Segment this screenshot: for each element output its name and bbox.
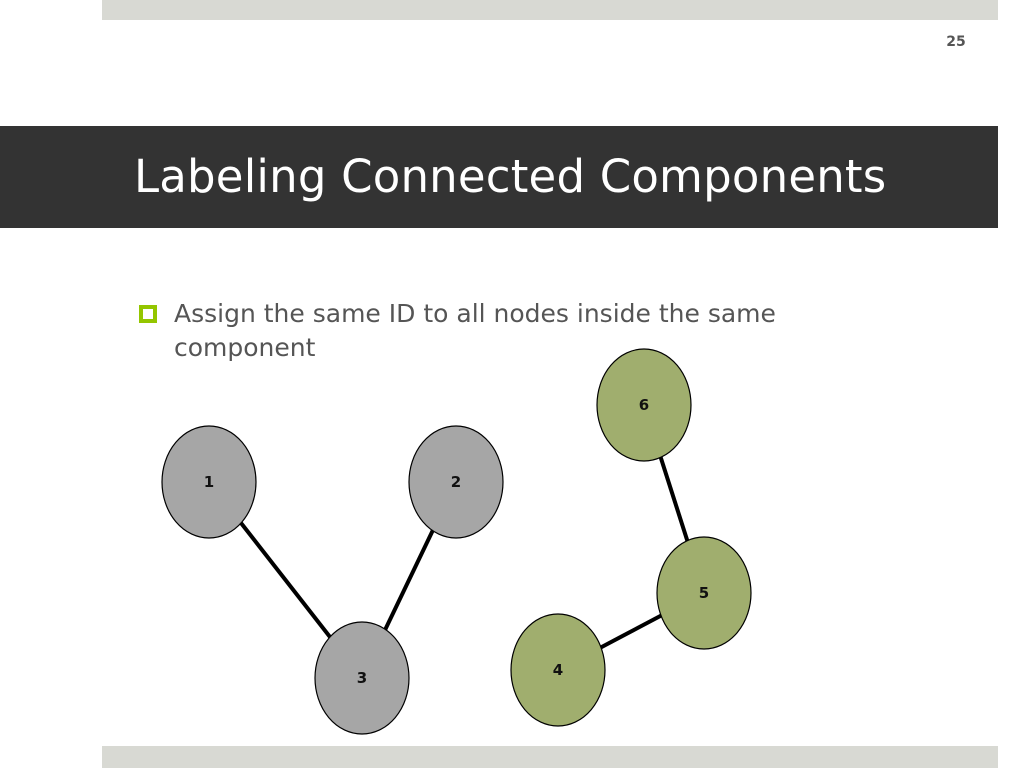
node-2-circle xyxy=(408,425,504,539)
node-1: 1 xyxy=(161,425,257,539)
node-6-label: 6 xyxy=(639,396,649,414)
node-6-circle xyxy=(596,348,692,462)
bottom-decor-band xyxy=(102,746,998,768)
node-3-label: 3 xyxy=(357,669,367,687)
node-5-circle xyxy=(656,536,752,650)
node-1-circle xyxy=(161,425,257,539)
node-5-label: 5 xyxy=(699,584,709,602)
node-4-circle xyxy=(510,613,606,727)
slide-title: Labeling Connected Components xyxy=(134,150,887,203)
bullet-text: Assign the same ID to all nodes inside t… xyxy=(174,299,776,362)
node-6: 6 xyxy=(596,348,692,462)
node-3: 3 xyxy=(314,621,410,735)
node-2: 2 xyxy=(408,425,504,539)
node-5: 5 xyxy=(656,536,752,650)
edge-2-3 xyxy=(383,529,435,631)
node-3-circle xyxy=(314,621,410,735)
node-1-label: 1 xyxy=(204,473,214,491)
title-bar xyxy=(0,126,998,228)
slide-number: 25 xyxy=(946,34,966,50)
edge-1-3 xyxy=(239,521,332,639)
node-4: 4 xyxy=(510,613,606,727)
edge-6-5 xyxy=(658,456,690,542)
edge-5-4 xyxy=(600,613,662,650)
top-decor-band xyxy=(102,0,998,20)
node-4-label: 4 xyxy=(553,661,563,679)
bullet-square-icon xyxy=(139,305,157,323)
node-2-label: 2 xyxy=(451,473,461,491)
